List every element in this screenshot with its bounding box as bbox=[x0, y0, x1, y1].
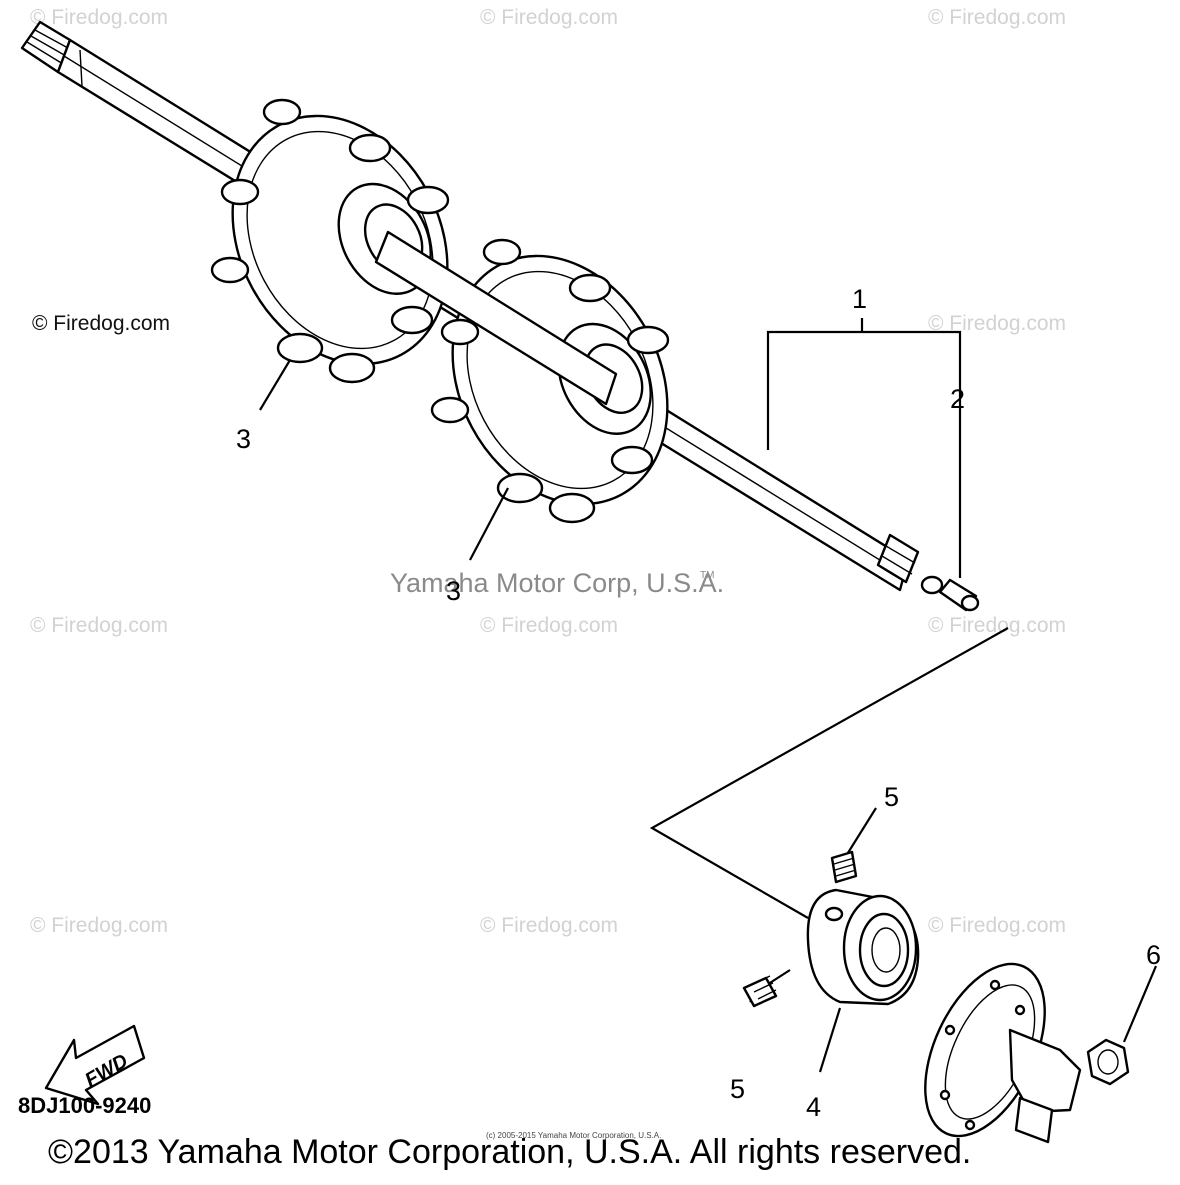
shaft-segment bbox=[374, 230, 618, 406]
leader-lines bbox=[259, 359, 1158, 1073]
tiny-copyright: (c) 2005-2015 Yamaha Motor Corporation, … bbox=[486, 1131, 661, 1140]
callout-3: 3 bbox=[446, 576, 461, 606]
watermark: © Firedog.com bbox=[30, 6, 168, 29]
callout-5: 5 bbox=[730, 1074, 745, 1104]
set-screw bbox=[830, 850, 858, 884]
drive-sprocket bbox=[430, 238, 670, 524]
corp-watermark: Yamaha Motor Corp, U.S.A. bbox=[390, 568, 724, 598]
copyright-notice: ©2013 Yamaha Motor Corporation, U.S.A. A… bbox=[48, 1133, 971, 1171]
watermark: © Firedog.com bbox=[30, 914, 168, 937]
callout-numbers: 1 2 3 3 5 6 5 4 bbox=[236, 284, 1161, 1122]
callout-4: 4 bbox=[806, 1092, 821, 1122]
fwd-arrow-icon: FWD bbox=[44, 1024, 146, 1106]
nut bbox=[1086, 1038, 1130, 1086]
callout-3: 3 bbox=[236, 424, 251, 454]
watermark: © Firedog.com bbox=[928, 312, 1066, 335]
callout-bracket bbox=[766, 318, 962, 578]
hub-flange bbox=[924, 962, 1082, 1144]
watermark: © Firedog.com bbox=[30, 614, 168, 637]
watermark: © Firedog.com bbox=[480, 914, 618, 937]
watermark: © Firedog.com bbox=[928, 614, 1066, 637]
drive-sprocket bbox=[210, 98, 450, 384]
callout-6: 6 bbox=[1146, 940, 1161, 970]
set-screw bbox=[742, 975, 778, 1008]
callout-5: 5 bbox=[884, 782, 899, 812]
tm-mark: TM bbox=[700, 570, 714, 581]
bearing-housing bbox=[806, 888, 920, 1006]
watermark-dark: © Firedog.com bbox=[32, 312, 170, 335]
watermark: © Firedog.com bbox=[928, 6, 1066, 29]
callout-2: 2 bbox=[950, 384, 965, 414]
watermark: © Firedog.com bbox=[480, 614, 618, 637]
watermark: © Firedog.com bbox=[480, 6, 618, 29]
watermark: © Firedog.com bbox=[928, 914, 1066, 937]
diagram-code: 8DJ100-9240 bbox=[18, 1093, 151, 1118]
callout-1: 1 bbox=[852, 284, 867, 314]
